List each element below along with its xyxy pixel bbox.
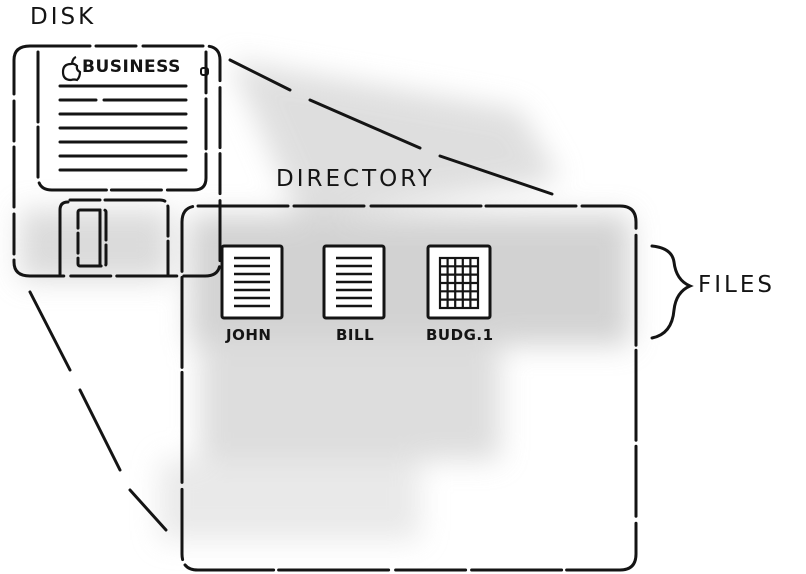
disk-label-lines — [60, 86, 186, 170]
file-icon-budg-1[interactable] — [428, 246, 490, 318]
directory-title: DIRECTORY — [276, 166, 435, 192]
file-name-budg-1[interactable]: BUDG.1 — [426, 326, 494, 344]
disk-label-text: BUSINESS — [82, 57, 181, 77]
file-name-bill[interactable]: BILL — [336, 326, 374, 344]
files-label: FILES — [698, 272, 775, 298]
file-name-john[interactable]: JOHN — [226, 326, 271, 344]
files-brace — [652, 246, 690, 338]
disk-title: DISK — [30, 4, 96, 30]
file-icon-john[interactable] — [222, 246, 282, 318]
apple-logo-icon — [63, 57, 80, 80]
file-icon-bill[interactable] — [324, 246, 384, 318]
